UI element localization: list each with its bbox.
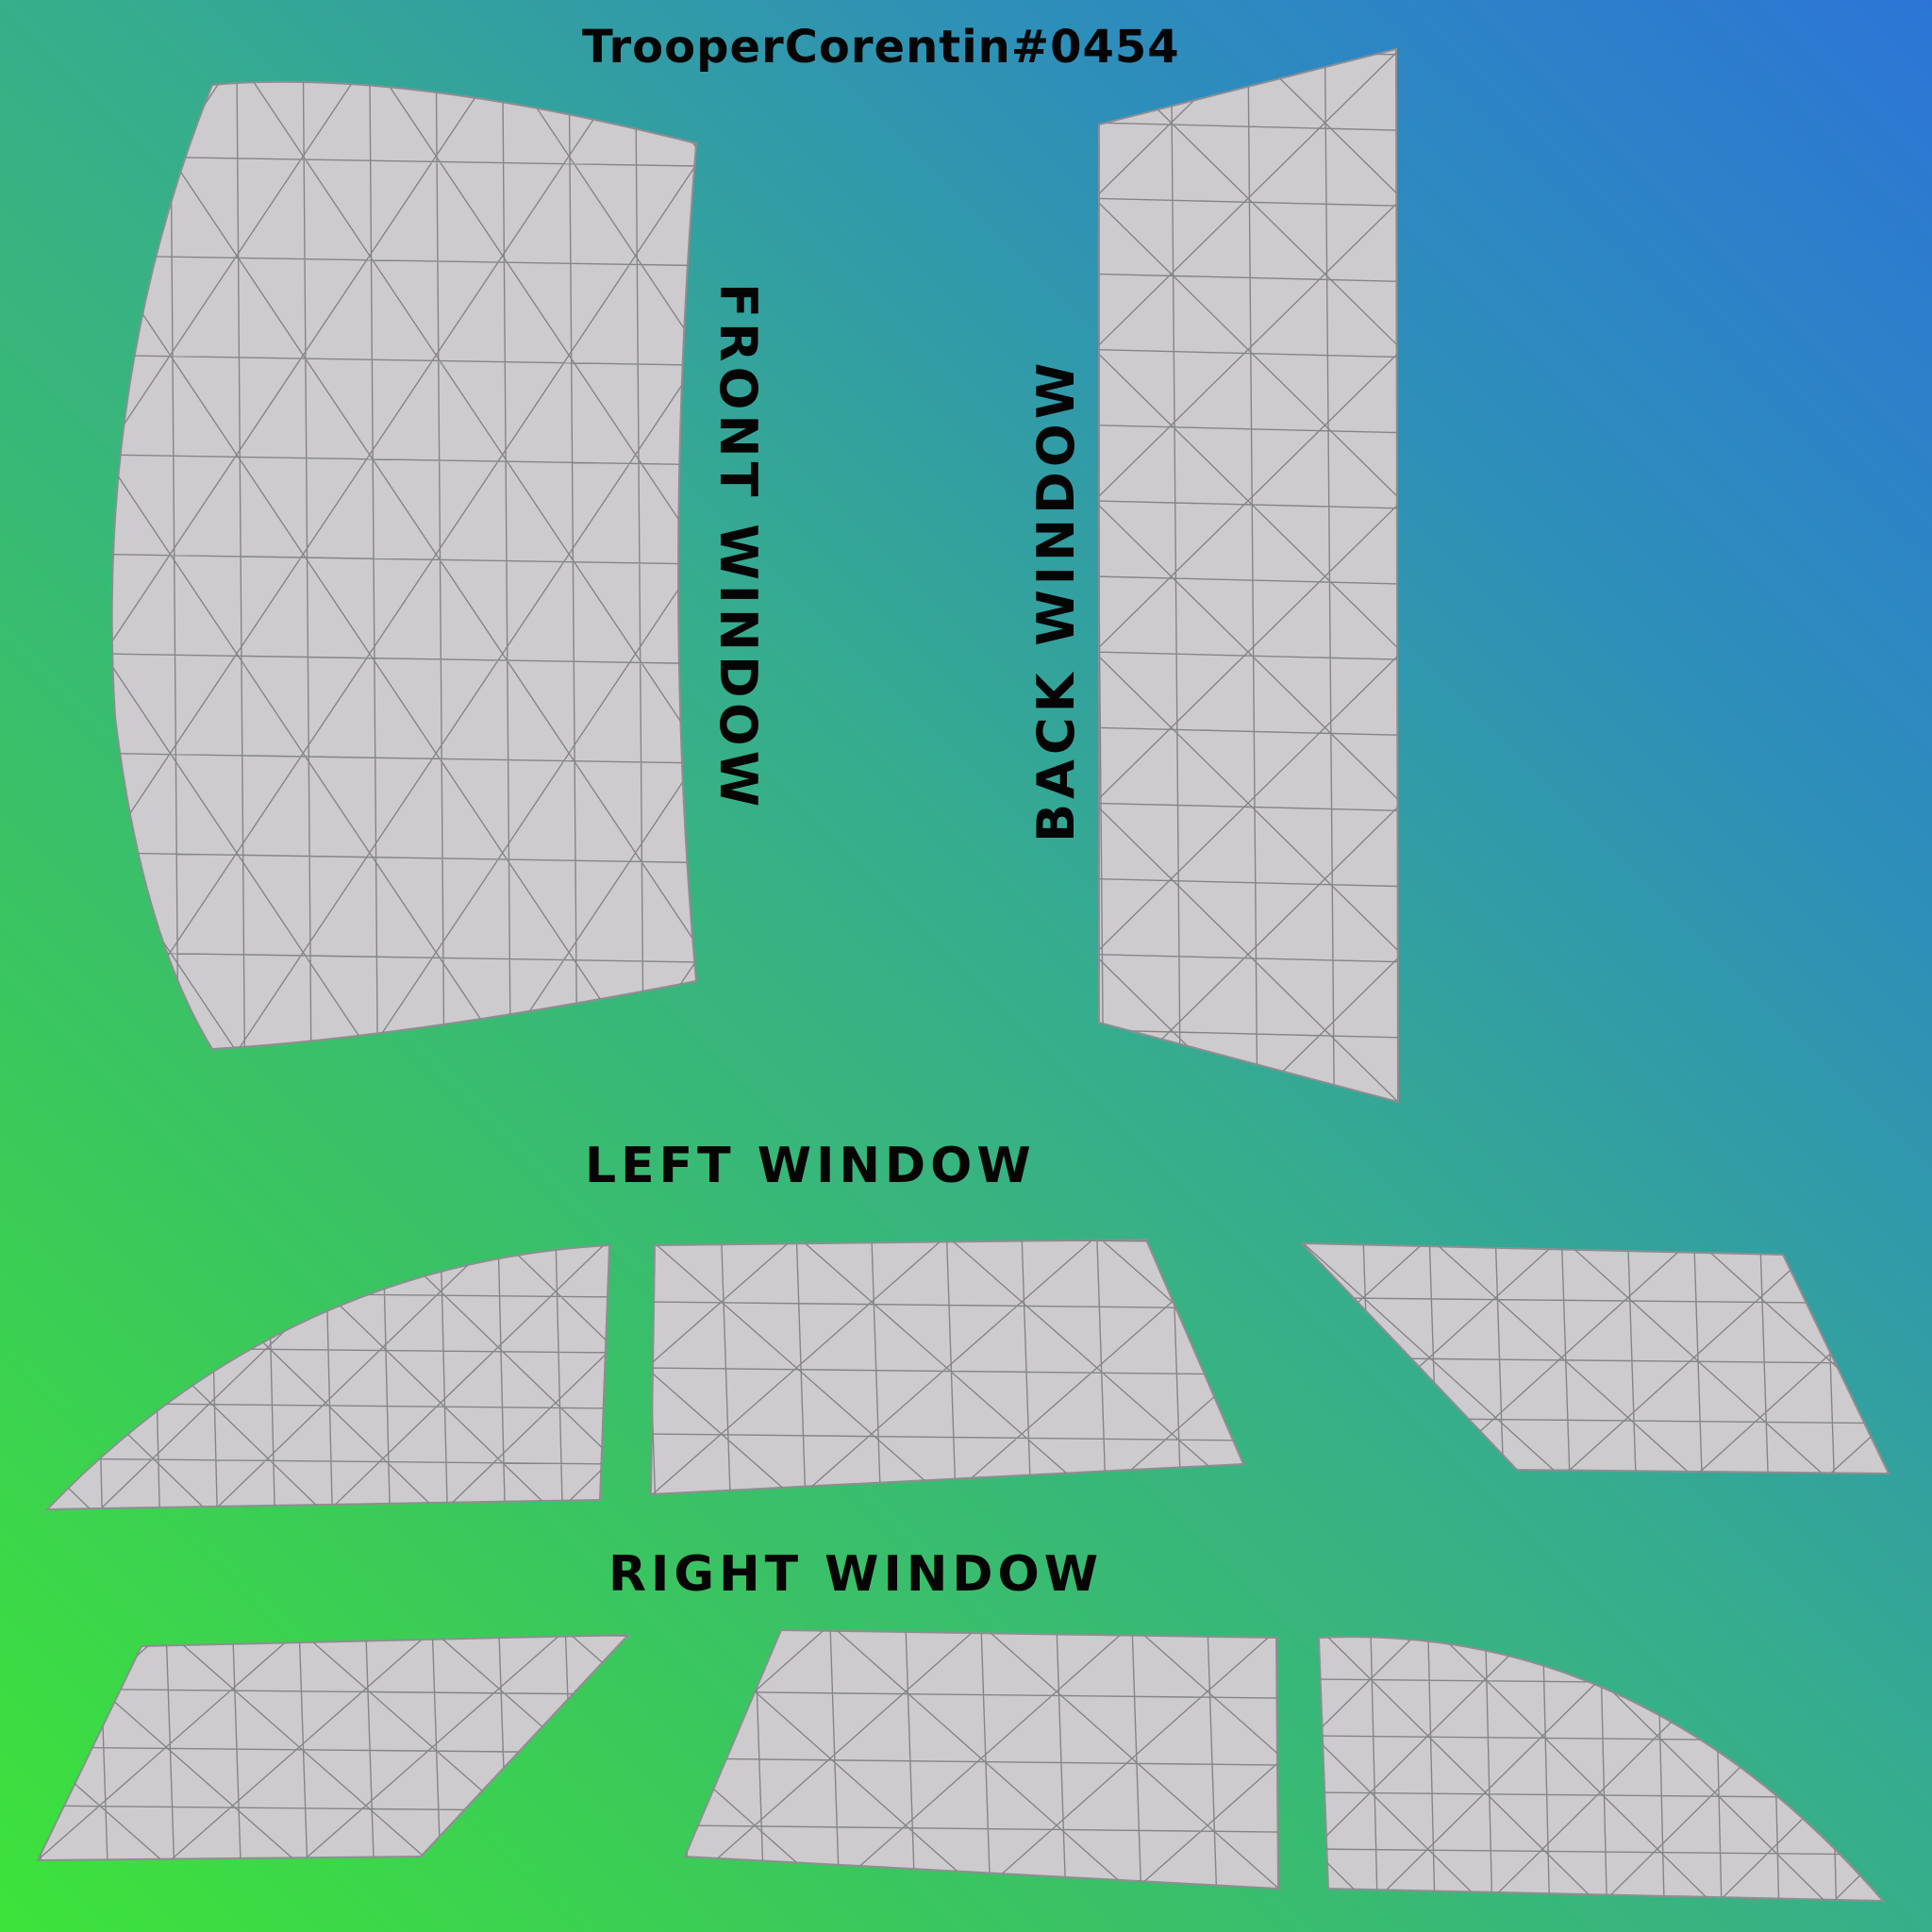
back-window-island xyxy=(1098,47,1400,1104)
author-tag: TrooperCorentin#0454 xyxy=(582,21,1180,74)
left-window-rear-island xyxy=(44,1243,611,1511)
front-window-island xyxy=(110,80,698,1051)
right-window-label: RIGHT WINDOW xyxy=(608,1546,1104,1603)
right-window-rear-island xyxy=(1317,1636,1886,1903)
mesh-lines xyxy=(111,81,697,1050)
left-window-middle-island xyxy=(649,1238,1245,1496)
left-window-label: LEFT WINDOW xyxy=(585,1138,1036,1194)
right-window-front-island xyxy=(36,1633,631,1862)
left-window-middle-mesh xyxy=(651,1240,1243,1494)
left-window-front-island xyxy=(1299,1241,1890,1475)
right-window-middle-island xyxy=(683,1628,1280,1890)
mesh-lines xyxy=(651,1240,1243,1494)
front-window-mesh xyxy=(111,81,697,1050)
